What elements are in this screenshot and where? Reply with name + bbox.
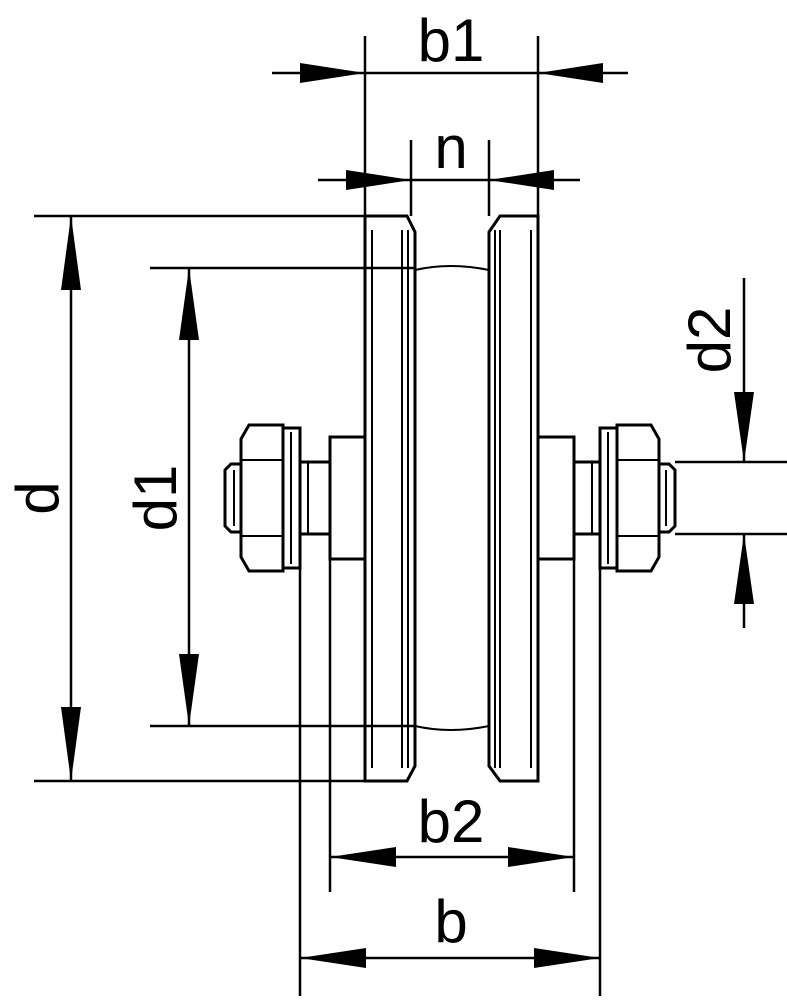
right-flange	[487, 214, 540, 783]
arrowhead	[534, 948, 600, 968]
arrowhead	[734, 392, 754, 462]
right-nut	[615, 423, 661, 573]
wheel-part	[223, 214, 677, 783]
dimension-b1: b1	[272, 7, 628, 83]
dimension-b: b	[300, 888, 600, 968]
dimension-d2: d2	[676, 278, 754, 628]
left-bolt-end	[223, 462, 243, 534]
arrowhead	[346, 170, 411, 190]
dimension-d1: d1	[122, 268, 199, 726]
dimension-b2: b2	[330, 788, 574, 867]
arrowhead	[179, 654, 199, 726]
dimension-n: n	[318, 114, 580, 190]
label-b1: b1	[418, 7, 485, 74]
label-b2: b2	[418, 788, 485, 855]
label-d1: d1	[122, 465, 189, 532]
right-bolt-end	[657, 462, 677, 534]
left-flange	[363, 214, 417, 783]
arrowhead	[61, 707, 81, 781]
left-hub	[328, 435, 367, 561]
right-hub	[536, 435, 576, 561]
dimension-d: d	[4, 216, 81, 781]
arrowhead	[330, 847, 396, 867]
arrowhead	[300, 948, 366, 968]
arrowhead	[538, 63, 603, 83]
arrowhead	[508, 847, 574, 867]
groove-bottom-curve	[414, 725, 490, 731]
left-nut	[239, 423, 285, 573]
label-n: n	[434, 114, 467, 181]
arrowhead	[489, 170, 554, 190]
extension-lines	[34, 36, 787, 996]
label-d2: d2	[676, 307, 743, 374]
axle-shaft	[298, 460, 602, 536]
left-washer	[281, 426, 302, 570]
arrowhead	[300, 63, 365, 83]
arrowhead	[734, 534, 754, 604]
label-d: d	[4, 481, 71, 514]
right-washer	[598, 426, 619, 570]
label-b: b	[434, 888, 467, 955]
groove-top-curve	[414, 265, 490, 271]
arrowhead	[179, 268, 199, 340]
arrowhead	[61, 216, 81, 290]
